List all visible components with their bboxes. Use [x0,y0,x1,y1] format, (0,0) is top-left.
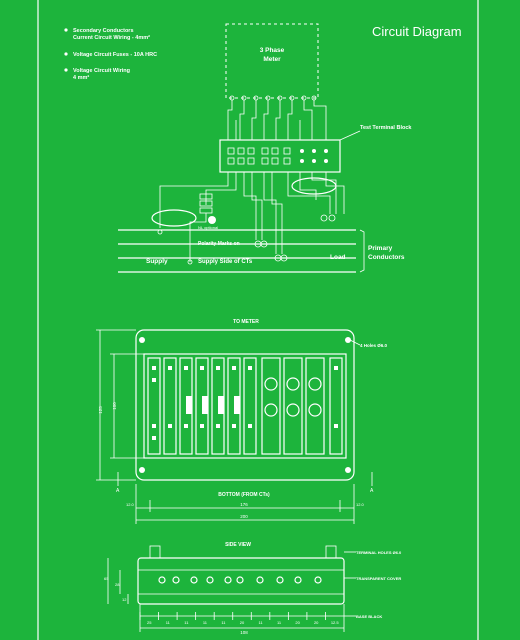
dim-right-offset: 12.0 [356,502,365,507]
nl-optional-label: NL optional [198,225,218,230]
ct-bundle-left [151,209,197,227]
to-meter-label: TO METER [233,319,259,325]
side-segment-dimension: 11 [166,620,171,625]
side-segment-dimension: 20 [240,620,245,625]
dim-side-height-2: 28 [115,582,120,587]
dim-side-width: 108 [240,630,248,635]
note-1-line2: Current Circuit Wiring - 4mm² [73,34,150,41]
terminal-holes-label: TERMINAL HOLES Ø6.0 [356,550,402,555]
side-segment-dimension: 20 [295,620,300,625]
supply-side-cts-label: Supply Side of CTs [198,259,253,265]
meter-label-line1: 3 Phase [260,47,285,54]
side-segment-dimension: 25 [147,620,152,625]
side-view-label: SIDE VIEW [225,542,251,548]
dim-left-offset: 12.0 [126,502,135,507]
dim-width-outer: 200 [240,514,248,519]
neutral-link-icon [208,216,216,224]
side-segment-dimension: 11 [221,620,226,625]
section-a-left: A [116,488,120,494]
dim-height-outer: 125 [98,406,103,414]
side-view-dimensions: 65 28 12 25 11 11 11 11 20 11 11 20 20 12.5 108 [104,558,345,635]
load-label: Load [330,254,346,261]
terminal-post [149,545,161,559]
base-black-label: BASE BLACK [356,614,382,619]
side-segment-dimension: 11 [203,620,208,625]
dim-height-inner: 100 [112,402,117,410]
transparent-cover-label: TRANSPARENT COVER [356,576,401,581]
front-view-base-outline [135,329,355,481]
test-terminal-block: Test Terminal Block [219,125,412,173]
note-1-line1: Secondary Conductors [73,28,134,34]
terminal-post [325,545,337,559]
primary-conductors: Primary Conductors Supply Supply Side of… [118,214,405,273]
side-segment-dimension: 11 [258,620,263,625]
front-view: TO METER 4 Holes Ø6.0 [135,319,388,498]
meter-label-line2: Meter [263,56,281,63]
test-terminal-block-label: Test Terminal Block [360,125,412,131]
notes-list: Secondary Conductors Current Circuit Wir… [64,28,157,81]
primary-conductors-label-2: Conductors [368,254,405,261]
holes-label: 4 Holes Ø6.0 [360,343,388,348]
three-phase-meter: 3 Phase Meter [225,23,319,101]
voltage-fuses: NL optional [189,193,218,262]
terminal-block-outline [219,139,341,173]
primary-conductors-label-1: Primary [368,245,393,252]
polarity-marks-label: Polarity Marks on [198,241,240,247]
dim-width-inner: 176 [240,502,248,507]
diagram-title: Circuit Diagram [372,24,462,39]
side-segment-dimension: 12.5 [331,620,340,625]
note-2-line1: Voltage Circuit Fuses - 10A HRC [73,52,157,58]
front-view-cover-outline [143,353,347,459]
side-view: SIDE VIEW TERMINAL HOLES Ø6.0 TRANSPAREN… [137,542,402,619]
dim-side-height-3: 12 [122,597,127,602]
side-segment-dimension: 20 [314,620,319,625]
side-segment-dimension: 11 [184,620,189,625]
front-view-dimensions: 125 100 176 200 12.0 12.0 A A [96,329,374,524]
side-view-body [137,557,345,605]
supply-label: Supply [146,258,168,265]
side-segment-dimension: 11 [277,620,282,625]
dim-side-height-1: 65 [104,576,109,581]
bottom-label: BOTTOM (FROM CTs) [218,492,270,498]
bullet-icon [64,68,68,72]
ct-bundle-right [291,177,337,195]
ct-symbols [157,214,336,265]
note-3-line2: 4 mm² [73,74,89,81]
note-3-line1: Voltage Circuit Wiring [73,68,130,74]
ct-wiring [159,172,345,254]
section-a-right: A [370,488,374,494]
bullet-icon [64,28,68,32]
meter-wiring [227,100,327,140]
bullet-icon [64,52,68,56]
meter-outline [225,23,319,99]
